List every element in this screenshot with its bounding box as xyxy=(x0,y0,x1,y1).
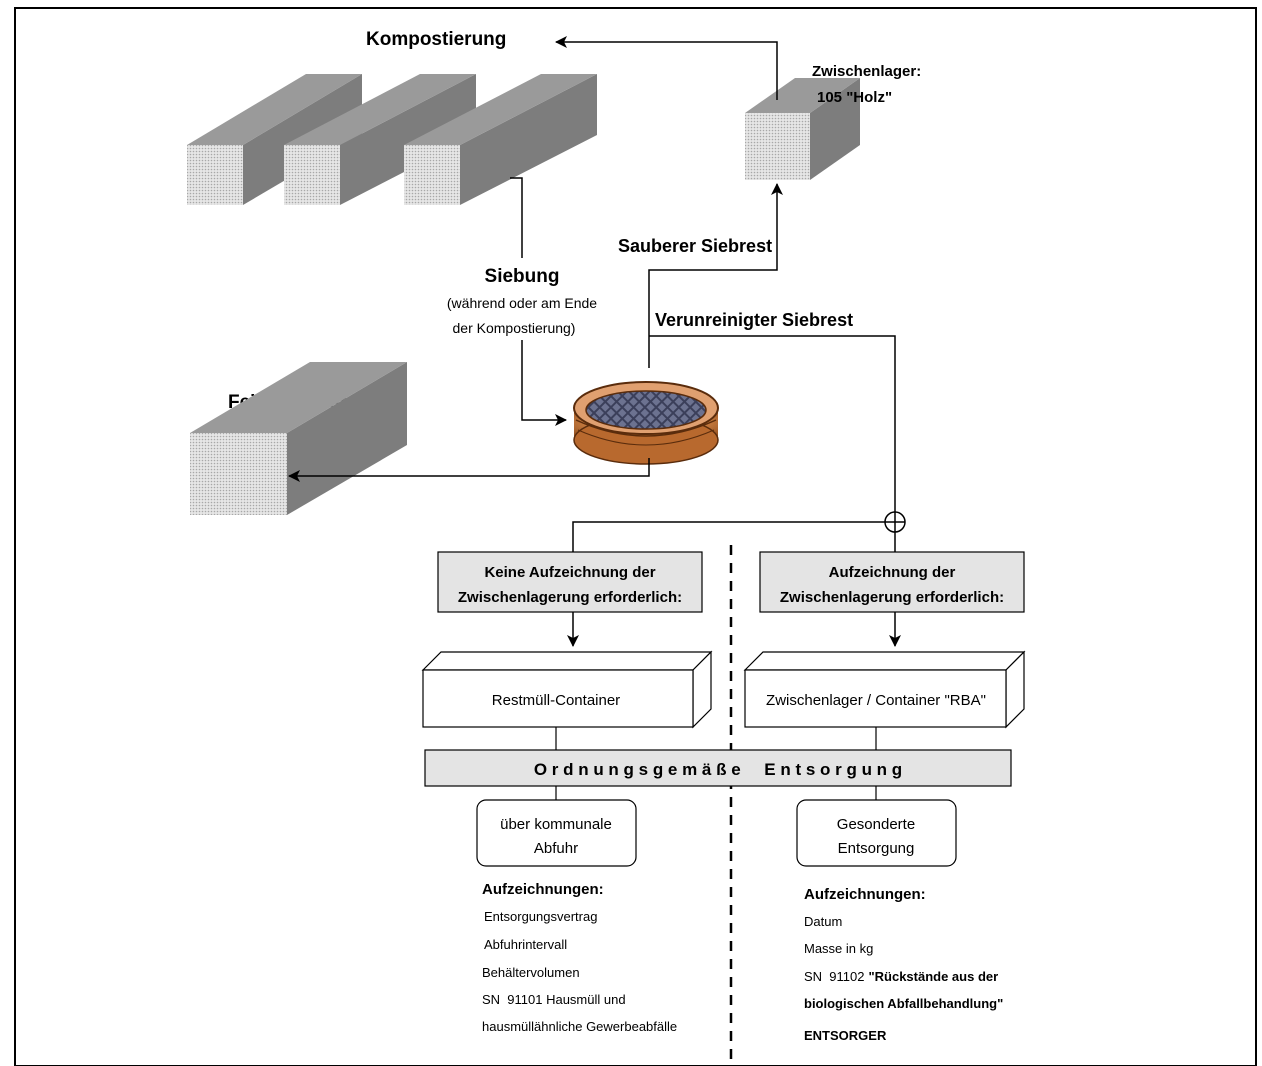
split-junction xyxy=(884,511,906,533)
right-record-3-code: SN 91102 xyxy=(804,969,864,984)
screening-sub2: der Kompostierung) xyxy=(453,320,576,336)
screening-sub1: (während oder am Ende xyxy=(447,295,597,311)
separate-disposal-line2: Entsorgung xyxy=(838,840,915,857)
left-requirement-line2: Zwischenlagerung erforderlich: xyxy=(458,589,682,606)
residual-waste-container-label: Restmüll-Container xyxy=(492,692,620,709)
arrow-storage-to-compost xyxy=(555,36,778,100)
right-record-4: biologischen Abfallbehandlung" xyxy=(804,996,1003,1011)
storage-label-line2: 105 "Holz" xyxy=(817,89,892,106)
arrow-compost-to-sieve xyxy=(510,177,523,258)
clean-residue-label: Sauberer Siebrest xyxy=(618,236,772,256)
right-requirement-box xyxy=(759,551,1025,613)
screening-title: Siebung xyxy=(485,266,560,287)
right-record-3: SN 91102 "Rückstände aus der xyxy=(804,969,998,984)
right-requirement-line2: Zwischenlagerung erforderlich: xyxy=(780,589,1004,606)
right-record-3-name: "Rückstände aus der xyxy=(868,969,998,984)
line-contaminated xyxy=(649,335,896,512)
compost-title: Kompostierung xyxy=(366,29,506,50)
left-record-5: hausmüllähnliche Gewerbeabfälle xyxy=(482,1019,677,1034)
left-record-3: Behältervolumen xyxy=(482,965,580,980)
left-record-2: Abfuhrintervall xyxy=(484,937,567,952)
contaminated-residue-label: Verunreinigter Siebrest xyxy=(655,310,853,330)
left-requirement-line1: Keine Aufzeichnung der xyxy=(484,564,655,581)
residual-waste-container xyxy=(421,650,713,729)
right-record-1: Datum xyxy=(804,914,842,929)
line-split-left xyxy=(572,521,885,552)
right-requirement-line1: Aufzeichnung der xyxy=(829,564,956,581)
left-records-title: Aufzeichnungen: xyxy=(482,881,604,898)
arrow-to-sieve xyxy=(521,340,567,426)
intermediate-storage-wood xyxy=(745,78,860,180)
storage-label-line1: Zwischenlager: xyxy=(812,63,921,80)
right-record-5: ENTSORGER xyxy=(804,1028,887,1043)
fine-compost-heap xyxy=(190,362,407,515)
right-record-2: Masse in kg xyxy=(804,941,873,956)
arrow-sieve-to-storage xyxy=(648,183,783,368)
left-requirement-box xyxy=(437,551,703,613)
rba-container xyxy=(743,650,1026,729)
municipal-collection-line2: Abfuhr xyxy=(534,840,578,857)
separate-disposal-box xyxy=(796,799,957,867)
right-records-title: Aufzeichnungen: xyxy=(804,886,926,903)
municipal-collection-line1: über kommunale xyxy=(500,816,612,833)
sieve-icon xyxy=(573,381,719,465)
compost-windrow-2 xyxy=(284,74,476,205)
left-record-4: SN 91101 Hausmüll und xyxy=(482,992,626,1007)
compost-windrow-3 xyxy=(404,74,597,205)
municipal-collection-box xyxy=(476,799,637,867)
arrow-sieve-to-fine-compost xyxy=(288,458,650,482)
separate-disposal-line1: Gesonderte xyxy=(837,816,915,833)
page-border xyxy=(14,7,1257,1066)
proper-disposal-band xyxy=(424,749,1012,787)
left-record-1: Entsorgungsvertrag xyxy=(484,909,597,924)
rba-container-label: Zwischenlager / Container "RBA" xyxy=(766,692,986,709)
proper-disposal-label: O r d n u n g s g e m ä ß e E n t s o r … xyxy=(534,760,902,779)
